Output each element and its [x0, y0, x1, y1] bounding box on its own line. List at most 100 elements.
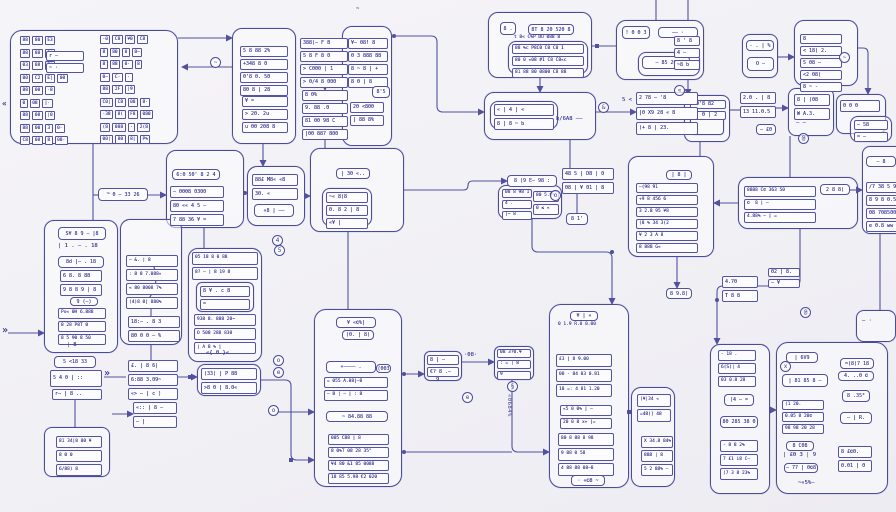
- tab-y2g-row-0: (1 20.: [782, 400, 824, 410]
- tab-y1d-row-0: - 8 8 2%: [720, 440, 758, 452]
- tab-y2g: (1 20.0.05 8 20©98 98 20 28: [782, 400, 824, 436]
- tab-m4-row-0: £. | 8 6|: [128, 360, 178, 372]
- tab-ni: 8 ¥ . c 8=: [200, 286, 250, 312]
- tab-l6: r— | 8 ..: [52, 389, 102, 402]
- tab-m2x-row-0: 18:— . 8 3: [128, 316, 180, 328]
- tab-q5-row-2: ¥4 80 &1 85 0088: [328, 460, 389, 471]
- lbl-arrow-mid: »: [104, 368, 111, 379]
- pill-y2c: =(8)7 18: [840, 358, 874, 369]
- grid-a1-cell-1-0: 88: [20, 48, 31, 58]
- grid-a1-cell-7-2: 3: [44, 123, 53, 133]
- tab-rb1-row-3: (8 % 34 3(2: [636, 219, 698, 229]
- tab-d1-row-0: ¥— 08! 8: [348, 38, 388, 49]
- tab-l1f-row-1: 8 28 P8T 0: [58, 321, 106, 332]
- grid-a2-cell-7-1: 088: [112, 122, 126, 132]
- tab-m1x-row-2: « 80 8008 7%: [126, 283, 178, 295]
- tab-e4-row-2: 81 88 80 0800 C8 88: [512, 68, 584, 78]
- tab-i1: 8< 18) 2.5 08 —<2 08)8 ~ -: [800, 34, 842, 94]
- grid-a2-cell-6-2: F8: [127, 110, 138, 119]
- grid-a1-cell-8-3: 08·: [54, 136, 68, 145]
- tab-e4-row-0: 88 %c P8C0 C0 C0 1: [512, 44, 584, 54]
- grid-a2-cell-3-2: ·: [124, 72, 133, 82]
- glyph-q-e: e: [273, 367, 284, 378]
- tab-e2t-row-1: 8 | 8 ~ b: [494, 118, 554, 130]
- pill-rt4: 8 (9 E— 98 :: [507, 175, 557, 187]
- grid-a1-cell-3-3: 00: [57, 73, 68, 83]
- grid-a2-cell-5-1: C8: [115, 97, 126, 107]
- glyph-n-5: 5: [274, 245, 285, 256]
- tab-x-row-3: e 0.8 ww: [866, 221, 896, 232]
- junction-dot-4: [610, 250, 614, 254]
- pill-h2: O —: [747, 57, 774, 71]
- grid-a2-cell-1-1: 80: [109, 47, 121, 57]
- pill-j2b: — £0: [756, 124, 776, 135]
- grid-a1-cell-6-1: 08: [32, 111, 43, 120]
- tab-m1b-row-1: 80 «« 4 5 —: [170, 200, 224, 212]
- tab-d2-row-1: | 88 8%: [350, 115, 384, 126]
- tab-rt5a-row-2: |~ 8: [502, 211, 532, 220]
- tab-b2-row-1: > 20. 2u: [242, 109, 288, 120]
- tab-i1-row-0: 8: [800, 34, 842, 44]
- tab-t3-row-1: 08 - 84 03 0.81: [556, 369, 612, 382]
- tab-s-row-1: : = | 8: [497, 360, 531, 369]
- grid-a2-cell-1-2: 0: [122, 47, 130, 57]
- tab-i1-row-3: <2 08): [800, 70, 842, 80]
- junction-square-1: [188, 375, 192, 379]
- tab-m5-row-1: — |: [133, 416, 177, 428]
- tab-i1-row-4: 8 ~ -: [800, 82, 842, 92]
- junction-square-2: [289, 458, 293, 462]
- tab-n2: (33( | P 88>8 0 | 8.0«: [201, 368, 257, 396]
- tab-l1f-row-0: Po« 0H 6.888: [58, 308, 106, 319]
- tab-i1-row-2: 5 08 —: [800, 58, 842, 68]
- pill-q2b: (003: [376, 364, 391, 373]
- tab-rt5b: 80 5.8%0 ≤ «: [533, 191, 559, 217]
- tab-rb1-row-0: —(98 91: [636, 183, 698, 193]
- connector-20: [404, 177, 508, 191]
- pill-y1c: 80 285 38 0: [720, 416, 758, 428]
- tab-m1x-row-3: (4)8 0| 880%: [126, 297, 178, 309]
- tab-y1a-row-1: 6(S)| 4: [718, 363, 756, 374]
- pill-y1b: (4 — =: [724, 394, 754, 406]
- lbl-t2: 0 1.9 R.0 0.00: [558, 322, 596, 327]
- tab-y1d: - 8 8 2%7 £1 i8 C—(7 3 8 23%: [720, 440, 758, 482]
- tab-rt2-row-2: (+ 8 | 23.: [636, 122, 698, 135]
- pill-h1: - . | %: [746, 40, 774, 51]
- tab-b1-row-0: 5 8 88 2%: [240, 46, 288, 57]
- tab-rb1-row-5: 8 888 G«: [636, 243, 698, 253]
- tab-t5-row-0: 80 8 88 8 98: [558, 433, 614, 446]
- tab-nh-row-1: 8? — | 8 19 8: [192, 267, 258, 280]
- grid-a1-cell-1-1: 88: [32, 48, 43, 58]
- junction-dot-3: [402, 450, 406, 454]
- lbl-l1g: — | 8: [60, 342, 77, 348]
- connector-21: [531, 219, 616, 305]
- grid-a1-cell-3-1: C2: [32, 73, 43, 83]
- tab-rb0-row-2: 4.88% — | =: [744, 212, 816, 223]
- tab-l3-row-0: 81 34|8 80 ¥: [56, 436, 102, 448]
- tab-t3-row-0: £3 | 8 9.00: [556, 354, 612, 367]
- tab-y1a-row-0: - 18 .: [718, 350, 756, 361]
- grid-a2-cell-4-2: |9: [124, 85, 136, 94]
- tab-c2-row-0: 8 0%: [302, 90, 348, 101]
- grid-a2-cell-2-3: 8: [134, 60, 143, 69]
- grid-a2-cell-4-0: 88: [100, 85, 111, 94]
- tab-m4: £. | 8 6|6:88 3.09~«> — | c ): [128, 360, 178, 402]
- grid-a2-cell-6-0: ·38: [100, 110, 114, 119]
- pill-y2b: | 81 85 8 —: [782, 374, 828, 387]
- lbl-y2i: | £0 3 | 9: [783, 452, 817, 458]
- tab-m1x-row-1: : 8 8 7.088«: [126, 269, 178, 281]
- lbl-e2b: b/6A8 ——: [556, 116, 583, 122]
- grid-a2-cell-7-0: (8: [100, 122, 111, 132]
- glyph-e2-wire: &: [598, 102, 609, 113]
